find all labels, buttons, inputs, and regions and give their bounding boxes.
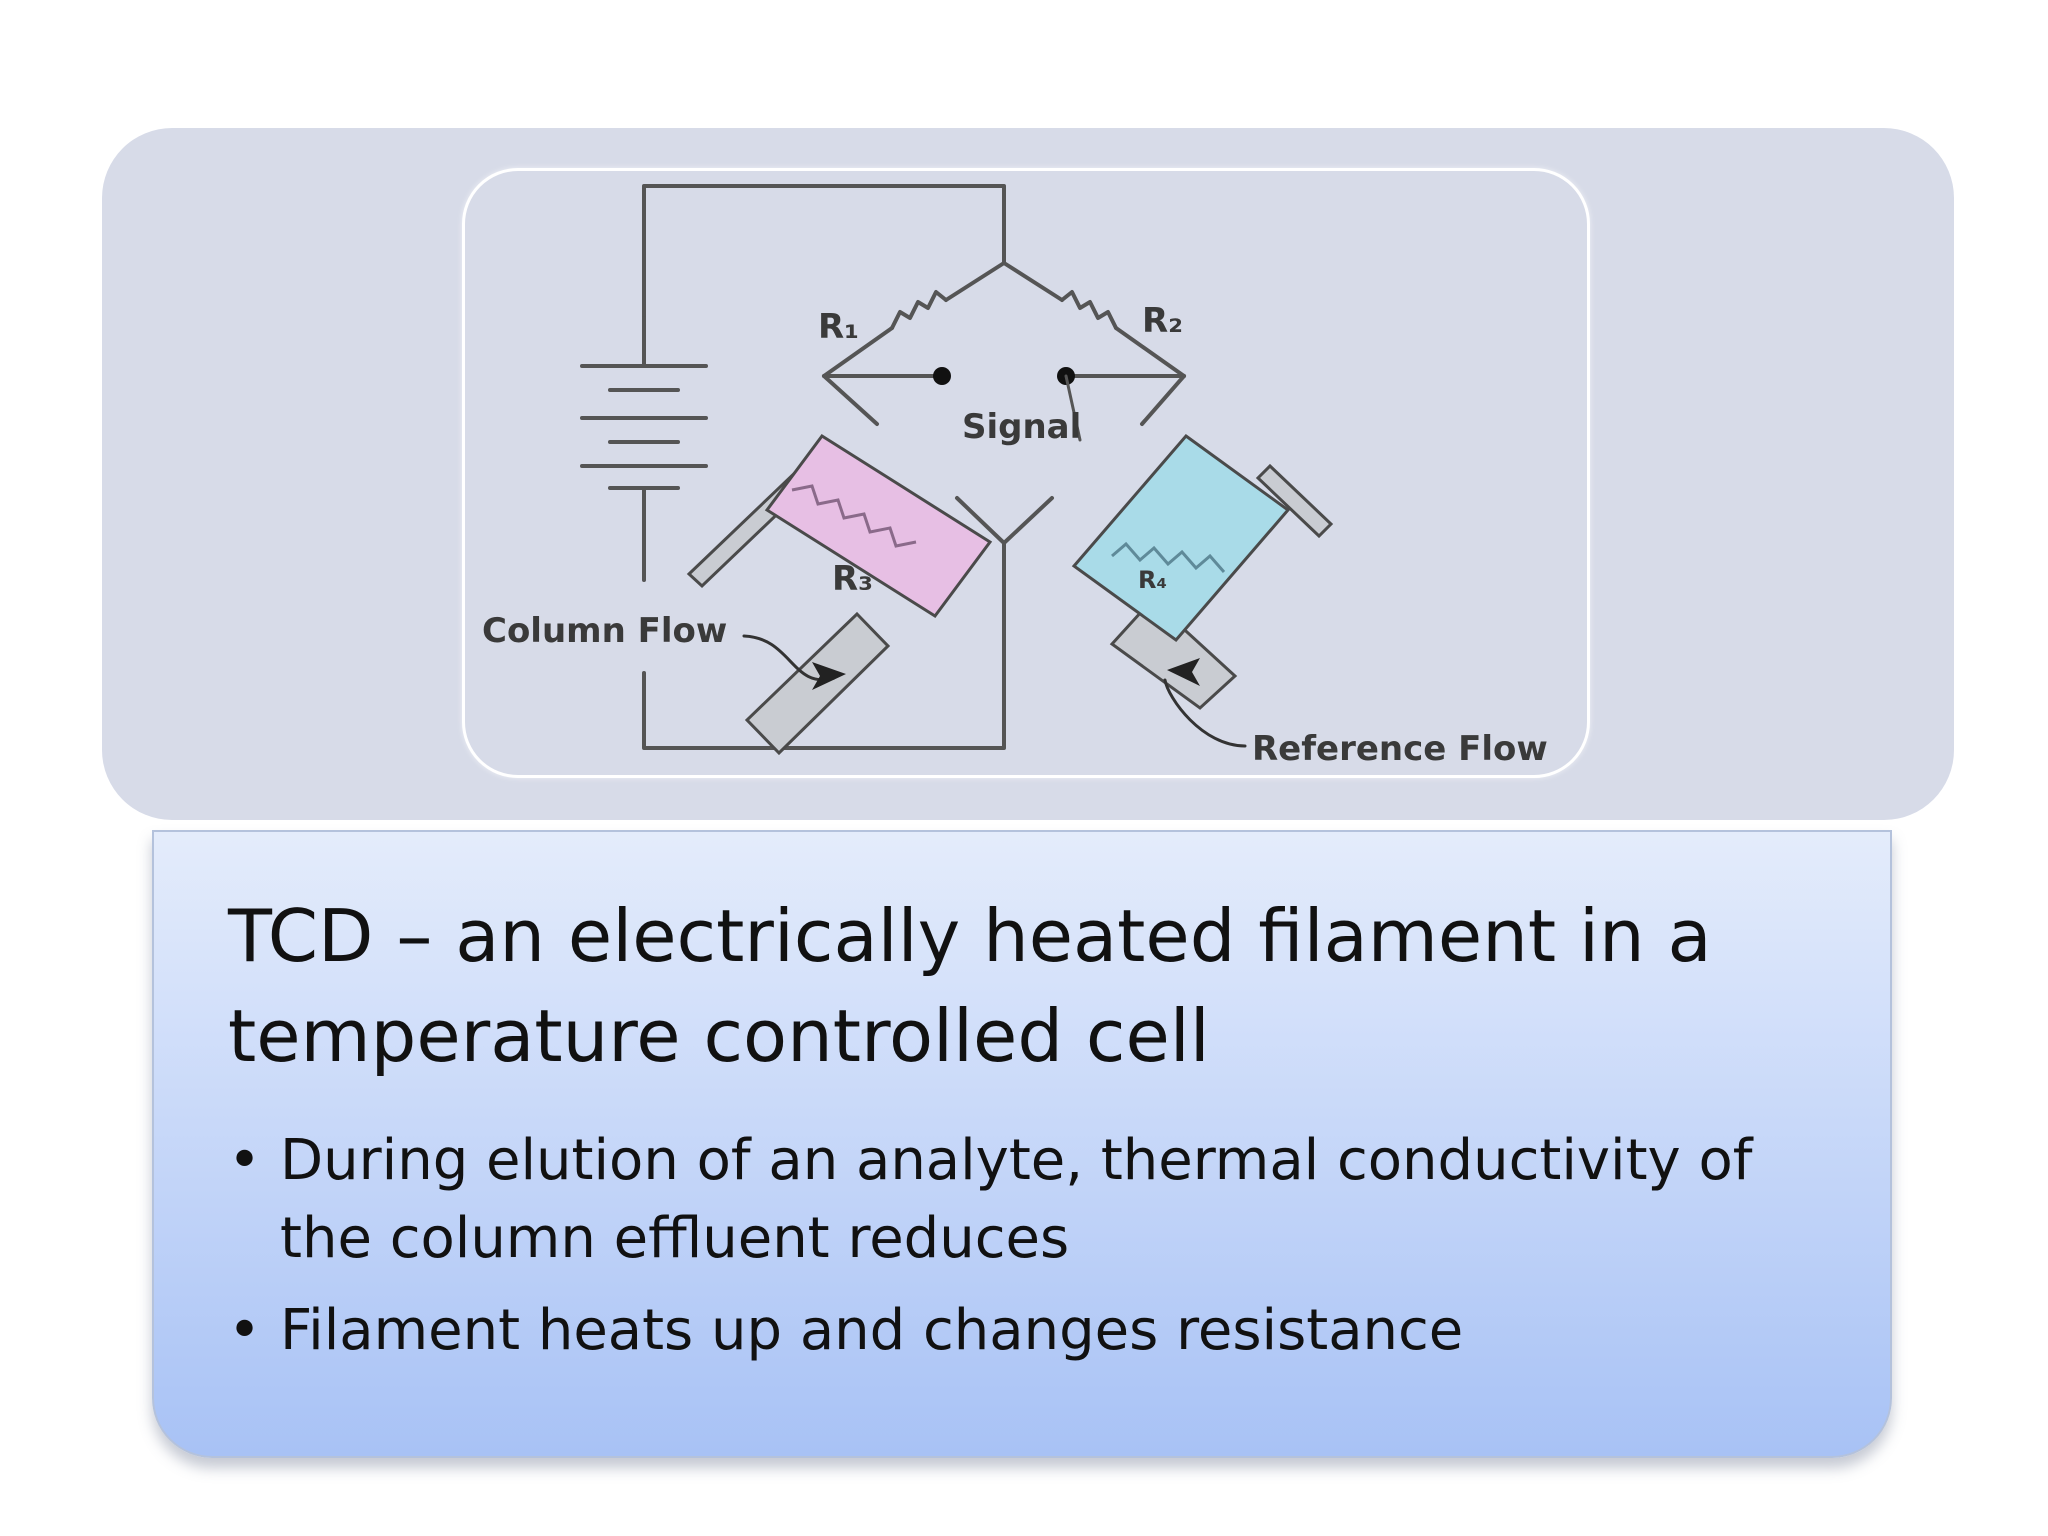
reference-cell-r4 bbox=[1071, 433, 1334, 710]
label-r3: R₃ bbox=[832, 559, 873, 599]
bullet-item: • During elution of an analyte, thermal … bbox=[228, 1122, 1848, 1278]
bullet-item: • Filament heats up and changes resistan… bbox=[228, 1292, 1848, 1370]
label-r1: R₁ bbox=[818, 307, 859, 347]
label-reference-flow: Reference Flow bbox=[1252, 729, 1548, 769]
label-r2: R₂ bbox=[1142, 301, 1183, 341]
bullet-icon: • bbox=[228, 1128, 262, 1193]
reference-flow-arrowhead bbox=[1167, 658, 1200, 686]
circuit-wires bbox=[642, 184, 1186, 750]
text-panel: TCD – an electrically heated filament in… bbox=[152, 830, 1892, 1458]
bullet-text: Filament heats up and changes resistance bbox=[280, 1298, 1464, 1363]
diagram-frame bbox=[462, 168, 1590, 778]
bullet-icon: • bbox=[228, 1298, 262, 1363]
bullet-list: • During elution of an analyte, thermal … bbox=[228, 1122, 1848, 1384]
label-column-flow: Column Flow bbox=[482, 611, 727, 651]
label-signal: Signal bbox=[962, 407, 1081, 447]
slide-heading: TCD – an electrically heated filament in… bbox=[228, 894, 1712, 1078]
battery-symbol bbox=[580, 364, 708, 490]
label-r4: R₄ bbox=[1138, 566, 1167, 594]
wheatstone-bridge-diagram: R₁ R₂ Signal R₃ R₄ Column Flow Reference… bbox=[482, 184, 1548, 769]
column-flow-arrowhead bbox=[812, 662, 846, 690]
bullet-text: During elution of an analyte, thermal co… bbox=[280, 1128, 1753, 1271]
